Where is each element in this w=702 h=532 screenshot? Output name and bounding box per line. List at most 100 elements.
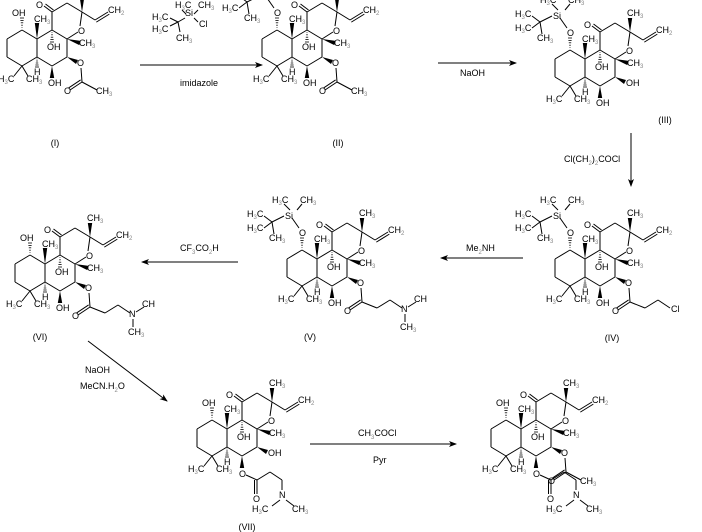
double-bond [325, 223, 334, 231]
vinyl-bond [629, 31, 644, 41]
ring-bond [21, 29, 38, 40]
methyl-label: CH3 [518, 404, 535, 416]
silicon-label: Si [185, 8, 193, 18]
methylene-label: CH2 [298, 395, 315, 407]
methylene-label: CH2 [108, 5, 125, 17]
hydroxyl-label: OH [47, 42, 61, 52]
reagent-text: CF [180, 243, 192, 253]
methyl-label: CH3 [26, 74, 43, 86]
wedge-bond [615, 259, 629, 266]
methyl-label: CH3 [586, 504, 603, 516]
wedge-bond [551, 447, 562, 454]
ring-bond [359, 231, 363, 247]
ring-bond [569, 276, 586, 287]
compound-label-VII: (VII) [239, 522, 256, 532]
methyl-bond [29, 290, 37, 302]
ring-bond [14, 281, 31, 292]
methyl-label: CH3 [537, 233, 554, 245]
subscript: 2 [114, 387, 118, 394]
hydroxyl-label: OH [496, 398, 510, 408]
ring-bond [306, 29, 323, 40]
hydrogen-label: H [582, 287, 589, 297]
methyl-label: H3C [0, 74, 15, 86]
ring-bond [59, 254, 76, 265]
ring-oxygen: O [78, 26, 85, 36]
chain-bond [657, 299, 671, 309]
double-bond [591, 25, 601, 33]
ring-bond [14, 254, 31, 265]
nitrogen-label: N [129, 309, 136, 319]
n-methyl-bond [135, 306, 145, 313]
methyl-label: H3C [152, 24, 169, 36]
tbu-bond [177, 21, 181, 33]
ring-bond [51, 2, 68, 13]
chain-bond [389, 299, 403, 309]
methyl-label: CH3 [627, 58, 644, 70]
double-bond [593, 23, 602, 31]
reagent-pyridine: Pyr [373, 455, 387, 465]
methylene-label: CH2 [656, 225, 673, 237]
methyl-label: CH3 [289, 14, 306, 26]
ketone-oxygen: O [316, 220, 323, 230]
ring-bond [614, 51, 627, 60]
compound-label-I: (I) [51, 138, 60, 148]
hydroxyl-label: OH [48, 78, 62, 88]
ring-bond [29, 281, 46, 292]
chain-bond [629, 301, 646, 309]
ring-bond [520, 419, 537, 430]
carbonyl-oxygen: O [344, 306, 351, 316]
ring-bond [554, 76, 571, 87]
ester-bond [336, 81, 353, 91]
methyl-label: CH3 [359, 258, 376, 270]
methylene-label: CH2 [363, 5, 380, 17]
n-methyl-bond [285, 499, 295, 507]
double-bond [578, 401, 593, 411]
methyl-label: H3C [272, 195, 289, 207]
methyl-label: CH3 [351, 86, 368, 98]
methyl-label: H3C [540, 195, 557, 207]
double-bond [349, 301, 363, 311]
wedge-bond [80, 0, 84, 12]
ring-bond [569, 76, 586, 87]
ring-bond [321, 31, 334, 40]
ester-oxygen: O [561, 448, 568, 458]
nitrogen-label: N [279, 490, 286, 500]
wedge-bond [67, 57, 78, 64]
hydroxyl-label: OH [595, 262, 609, 272]
si-o-bond [267, 0, 275, 9]
tbu-bond [531, 21, 541, 29]
ring-bond [276, 56, 293, 67]
reagent-text: Me [466, 243, 479, 253]
chain-bond [376, 299, 391, 309]
wedge-bond [533, 456, 539, 468]
wedge-bond [329, 286, 335, 298]
reagent-dimethylamine: Me2NH [466, 243, 495, 256]
wedge-bond [75, 282, 86, 289]
ester-bond [564, 457, 567, 473]
hydrogen-label: H [582, 87, 589, 97]
wedge-bond [49, 66, 55, 78]
ring-bond [291, 29, 308, 40]
reagent-naoh: NaOH [460, 68, 486, 78]
ring-oxygen: O [626, 46, 633, 56]
wedge-bond [322, 57, 333, 64]
si-methyl-bond [296, 203, 303, 211]
methyl-label: H3C [6, 299, 23, 311]
double-bond [376, 233, 390, 243]
methylene-label: CH2 [116, 230, 133, 242]
silicon-label: Si [553, 211, 561, 221]
ester-bond [360, 287, 363, 303]
methyl-label: CH3 [334, 38, 351, 50]
double-bond [552, 469, 565, 479]
ring-bond [584, 76, 601, 87]
double-bond [374, 231, 389, 241]
ring-bond [36, 29, 53, 40]
double-bond [53, 228, 62, 236]
chain-bond [117, 304, 131, 314]
ring-bond [51, 56, 68, 67]
tbu-bond [271, 221, 275, 235]
methyl-label: H3C [247, 209, 264, 221]
ring-bond [331, 276, 348, 287]
